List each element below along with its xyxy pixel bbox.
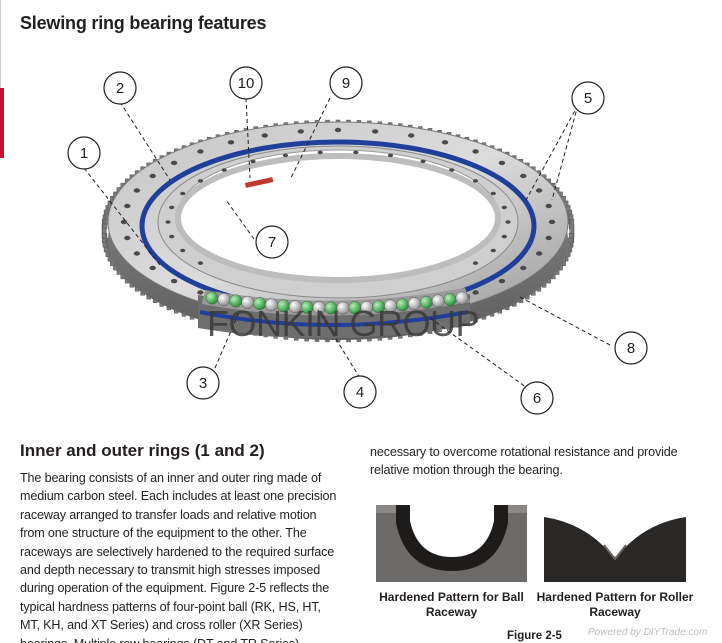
gear-tooth: [569, 219, 575, 234]
inner-mounting-hole: [353, 150, 359, 155]
cutaway-seal: [199, 310, 469, 327]
body-text-right: necessary to overcome rotational resista…: [370, 445, 678, 478]
outer-mounting-hole: [197, 290, 204, 295]
outer-mounting-hole: [498, 160, 506, 166]
outer-mounting-hole: [545, 203, 552, 209]
outer-mounting-hole: [170, 278, 178, 284]
outer-mounting-hole: [124, 235, 131, 241]
page-title: Slewing ring bearing features: [20, 13, 267, 33]
callout-circle-8: [614, 331, 648, 365]
figure-label: Figure 2-5: [507, 630, 562, 642]
outer-mounting-hole: [545, 235, 552, 241]
inner-mounting-hole: [180, 248, 186, 253]
inner-mounting-hole: [490, 191, 496, 196]
callout-circle-6: [520, 381, 554, 415]
callout-circle-10: [229, 66, 263, 100]
outer-mounting-hole: [472, 149, 479, 154]
inner-mounting-hole: [501, 234, 507, 239]
inner-mounting-hole: [250, 159, 256, 164]
section-heading: Inner and outer rings (1 and 2): [20, 441, 265, 460]
callout-label-2: 2: [116, 80, 124, 97]
inner-mounting-hole: [472, 179, 479, 183]
callout-label-1: 1: [80, 145, 88, 162]
outer-mounting-hole: [149, 265, 156, 271]
outer-mounting-hole: [120, 219, 128, 225]
leader-lines: [83, 97, 611, 391]
ball-raceway-caption: Hardened Pattern for Ball Raceway: [379, 590, 524, 619]
outer-mounting-hole: [133, 188, 141, 193]
inner-mounting-hole: [169, 205, 175, 210]
outer-mounting-hole: [197, 149, 204, 154]
callout-label-5: 5: [584, 90, 592, 107]
inner-mounting-hole: [282, 153, 289, 158]
inner-mounting-hole: [180, 191, 186, 196]
outer-mounting-hole: [334, 127, 342, 133]
rolling-elements: [205, 291, 469, 315]
outer-mounting-hole: [297, 129, 304, 134]
outer-mounting-hole: [408, 133, 415, 138]
callout-circles: 1 2 3 4 5 6 7 8 9 10: [67, 66, 648, 415]
outer-mounting-hole: [227, 140, 235, 145]
outer-mounting-hole: [441, 140, 449, 145]
outer-mounting-hole: [520, 173, 527, 179]
inner-mounting-hole: [490, 248, 496, 253]
callout-circle-9: [329, 66, 363, 100]
body-text-left: The bearing consists of an inner and out…: [20, 471, 337, 643]
callout-circle-4: [343, 375, 377, 409]
callout-label-10: 10: [238, 75, 255, 92]
outer-mounting-hole: [170, 160, 178, 166]
inner-mounting-hole: [501, 205, 507, 210]
outer-mounting-hole: [472, 290, 479, 295]
inner-mounting-hole: [197, 179, 204, 183]
callout-label-4: 4: [356, 384, 364, 401]
callout-circle-5: [571, 81, 605, 115]
inner-mounting-hole: [169, 234, 175, 239]
outer-mounting-hole: [124, 203, 131, 209]
inner-mounting-hole: [472, 261, 479, 265]
watermark-text: FONKIN GROUP: [207, 303, 480, 344]
outer-mounting-hole: [520, 265, 527, 271]
outer-mounting-hole: [133, 251, 141, 256]
inner-mounting-hole: [221, 168, 227, 172]
callout-circle-3: [186, 366, 220, 400]
outer-mounting-hole: [535, 188, 543, 193]
callout-circle-2: [103, 71, 137, 105]
roller-raceway-caption: Hardened Pattern for Roller Raceway: [536, 590, 694, 619]
inner-mounting-hole: [449, 168, 455, 172]
page-edge-rule: [0, 0, 1, 88]
outer-mounting-hole: [535, 251, 543, 256]
callout-label-7: 7: [268, 234, 276, 251]
ball-raceway-photo: [376, 505, 527, 582]
bearing-diagram: 1 2 3 4 5 6 7 8 9 10: [67, 66, 648, 415]
outer-mounting-hole: [149, 173, 156, 179]
outer-mounting-hole: [372, 129, 379, 134]
footer-watermark: Powered by DIYTrade.com: [588, 627, 708, 638]
callout-label-8: 8: [627, 340, 635, 357]
inner-mounting-hole: [165, 220, 171, 224]
outer-mounting-hole: [548, 219, 556, 225]
inner-mounting-hole: [420, 159, 426, 164]
outer-mounting-hole: [261, 133, 268, 138]
bearing-ball: [455, 291, 469, 305]
callout-label-6: 6: [533, 390, 541, 407]
hardness-gap-mark: [244, 177, 274, 188]
inner-mounting-hole: [505, 220, 511, 224]
callout-circle-1: [67, 136, 101, 170]
outer-mounting-hole: [498, 278, 506, 284]
inner-mounting-hole: [317, 150, 323, 155]
inner-mounting-hole: [387, 153, 394, 158]
callout-circle-7: [255, 225, 289, 259]
inner-mounting-hole: [197, 261, 204, 265]
callout-label-3: 3: [199, 375, 207, 392]
bore-inner-wall: [175, 153, 501, 283]
mounting-holes: [120, 127, 556, 317]
roller-raceway-photo: [544, 505, 686, 582]
red-accent-bar: [0, 88, 4, 158]
callout-label-9: 9: [342, 75, 350, 92]
